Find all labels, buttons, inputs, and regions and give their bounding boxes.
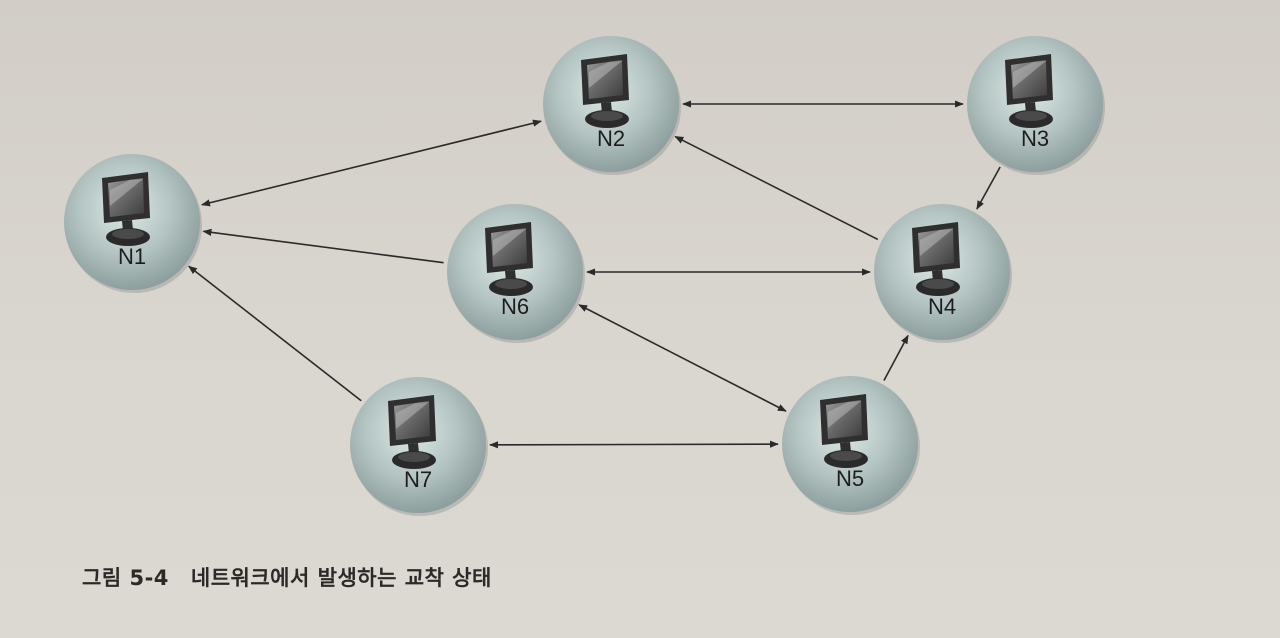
node-label: N5 [836,466,864,491]
node-label: N4 [928,294,956,319]
node-n2: N2 [543,36,681,175]
node-label: N1 [118,244,146,269]
figure-caption: 그림 5-4 네트워크에서 발생하는 교착 상태 [82,562,492,592]
node-n4: N4 [874,204,1012,343]
edge-n1-n2 [201,119,542,207]
edge-n5-n4 [883,334,909,381]
node-n1: N1 [64,154,202,293]
node-n7: N7 [350,377,488,516]
edges-layer [188,100,1001,449]
node-label: N3 [1021,126,1049,151]
computer-monitor-icon [581,54,629,128]
node-label: N2 [597,126,625,151]
computer-monitor-icon [912,222,960,296]
computer-monitor-icon [1005,54,1053,128]
node-label: N7 [404,467,432,492]
computer-monitor-icon [485,222,533,296]
edge-n4-n2 [674,135,879,241]
node-label: N6 [501,294,529,319]
edge-n6-n1 [202,228,444,264]
computer-monitor-icon [820,394,868,468]
edge-n7-n1 [188,265,362,402]
computer-monitor-icon [388,395,436,469]
computer-monitor-icon [102,172,150,246]
edge-n3-n4 [976,166,1001,210]
figure-number: 그림 5-4 [82,566,169,590]
edge-n6-n5 [578,304,787,412]
node-n3: N3 [967,36,1105,175]
figure-title: 네트워크에서 발생하는 교착 상태 [190,566,492,590]
node-n6: N6 [447,204,585,343]
edge-n7-n5 [489,440,779,449]
node-n5: N5 [782,376,920,515]
